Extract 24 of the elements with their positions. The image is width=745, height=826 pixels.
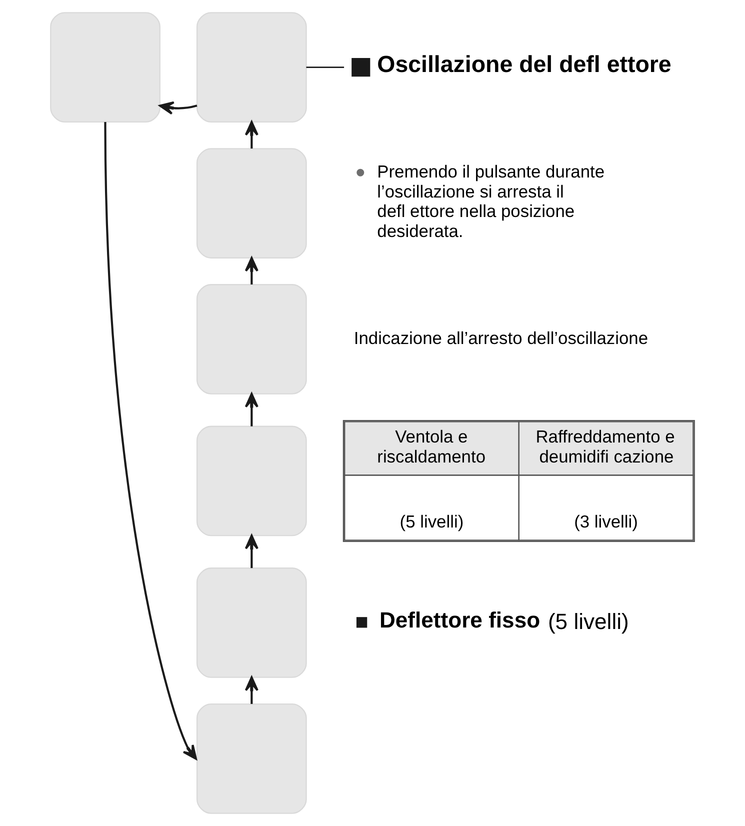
label: ■ Deflettore fisso (5 livelli) (355, 608, 629, 634)
label: (5 livelli) (400, 511, 464, 532)
node-box (196, 148, 307, 258)
node-box (50, 12, 160, 123)
arrow (244, 676, 258, 704)
node-box (352, 58, 370, 77)
node-label: Oscillazione del defl ettore (377, 50, 672, 77)
node-box (196, 568, 307, 678)
arrow (244, 256, 258, 284)
label: ● Premendo il pulsante durante l’oscillazione si arresta il defl ettore nella posizione desiderata. (355, 162, 605, 241)
arrow (159, 101, 198, 115)
arrow (244, 534, 258, 568)
label: Indicazione all’arresto dell’oscillazione (354, 328, 648, 348)
arrow (244, 121, 258, 149)
node-box (196, 284, 307, 394)
node-box (196, 703, 307, 814)
label: (3 livelli) (574, 511, 638, 532)
node-box (196, 426, 307, 536)
arrow (104, 122, 197, 760)
label: Raffreddamento e deumidifi cazione (536, 426, 675, 466)
connector (306, 66, 344, 68)
arrow (244, 392, 258, 426)
node-box (196, 12, 307, 123)
label: Ventola e riscaldamento (377, 426, 486, 466)
